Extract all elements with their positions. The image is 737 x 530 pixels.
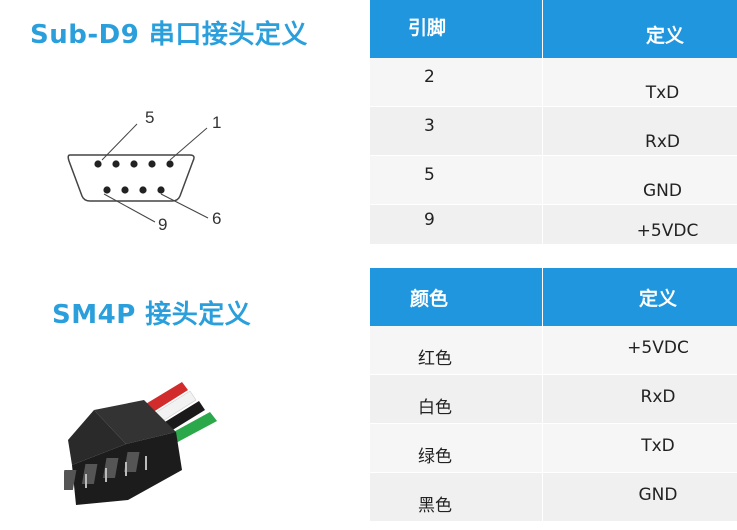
definition-cell: RxD bbox=[640, 387, 676, 407]
db9-label-5: 5 bbox=[145, 108, 154, 127]
subd9-pin-table: 引脚 定义 2 TxD 3 RxD 5 GND 9 +5VDC bbox=[370, 0, 737, 245]
header-pin: 引脚 bbox=[370, 0, 543, 58]
subd9-heading: Sub-D9 串口接头定义 bbox=[30, 20, 308, 50]
sm4p-wires bbox=[144, 382, 217, 444]
table-row: 2 TxD bbox=[370, 58, 737, 107]
sm4p-connector-photo bbox=[64, 382, 217, 505]
pin-cell: 5 bbox=[370, 156, 543, 204]
table-row: 绿色 TxD bbox=[370, 424, 737, 473]
header-definition: 定义 bbox=[638, 287, 677, 310]
table-row: 3 RxD bbox=[370, 107, 737, 156]
db9-connector-diagram: 5 1 9 6 bbox=[67, 108, 221, 234]
db9-pins bbox=[94, 160, 174, 194]
definition-cell: TxD bbox=[641, 436, 675, 456]
table-row: 9 +5VDC bbox=[370, 205, 737, 245]
definition-cell: +5VDC bbox=[636, 220, 699, 241]
table-row: 红色 +5VDC bbox=[370, 326, 737, 375]
pin-cell: 2 bbox=[370, 58, 543, 106]
color-cell: 红色 bbox=[370, 326, 543, 374]
definition-cell: GND bbox=[638, 485, 678, 505]
db9-outline bbox=[67, 154, 195, 202]
definition-cell: +5VDC bbox=[627, 338, 689, 358]
definition-cell: GND bbox=[643, 181, 682, 201]
db9-label-1: 1 bbox=[212, 113, 221, 132]
header-definition: 定义 bbox=[645, 24, 684, 47]
table-row: 白色 RxD bbox=[370, 375, 737, 424]
table-header: 颜色 定义 bbox=[370, 268, 737, 326]
color-cell: 绿色 bbox=[370, 424, 543, 472]
table-row: 黑色 GND bbox=[370, 473, 737, 522]
sm4p-color-table: 颜色 定义 红色 +5VDC 白色 RxD 绿色 TxD 黑色 GND bbox=[370, 268, 737, 522]
definition-cell: RxD bbox=[645, 132, 680, 152]
definition-cell: TxD bbox=[645, 83, 680, 103]
table-header: 引脚 定义 bbox=[370, 0, 737, 58]
sm4p-heading: SM4P 接头定义 bbox=[52, 300, 252, 330]
db9-label-6: 6 bbox=[212, 209, 221, 228]
color-cell: 白色 bbox=[370, 375, 543, 423]
color-cell: 黑色 bbox=[370, 473, 543, 521]
db9-label-9: 9 bbox=[158, 215, 167, 234]
table-row: 5 GND bbox=[370, 156, 737, 205]
sm4p-pins bbox=[85, 456, 147, 488]
header-color: 颜色 bbox=[370, 268, 543, 326]
pin-cell: 9 bbox=[370, 205, 543, 244]
pin-cell: 3 bbox=[370, 107, 543, 155]
